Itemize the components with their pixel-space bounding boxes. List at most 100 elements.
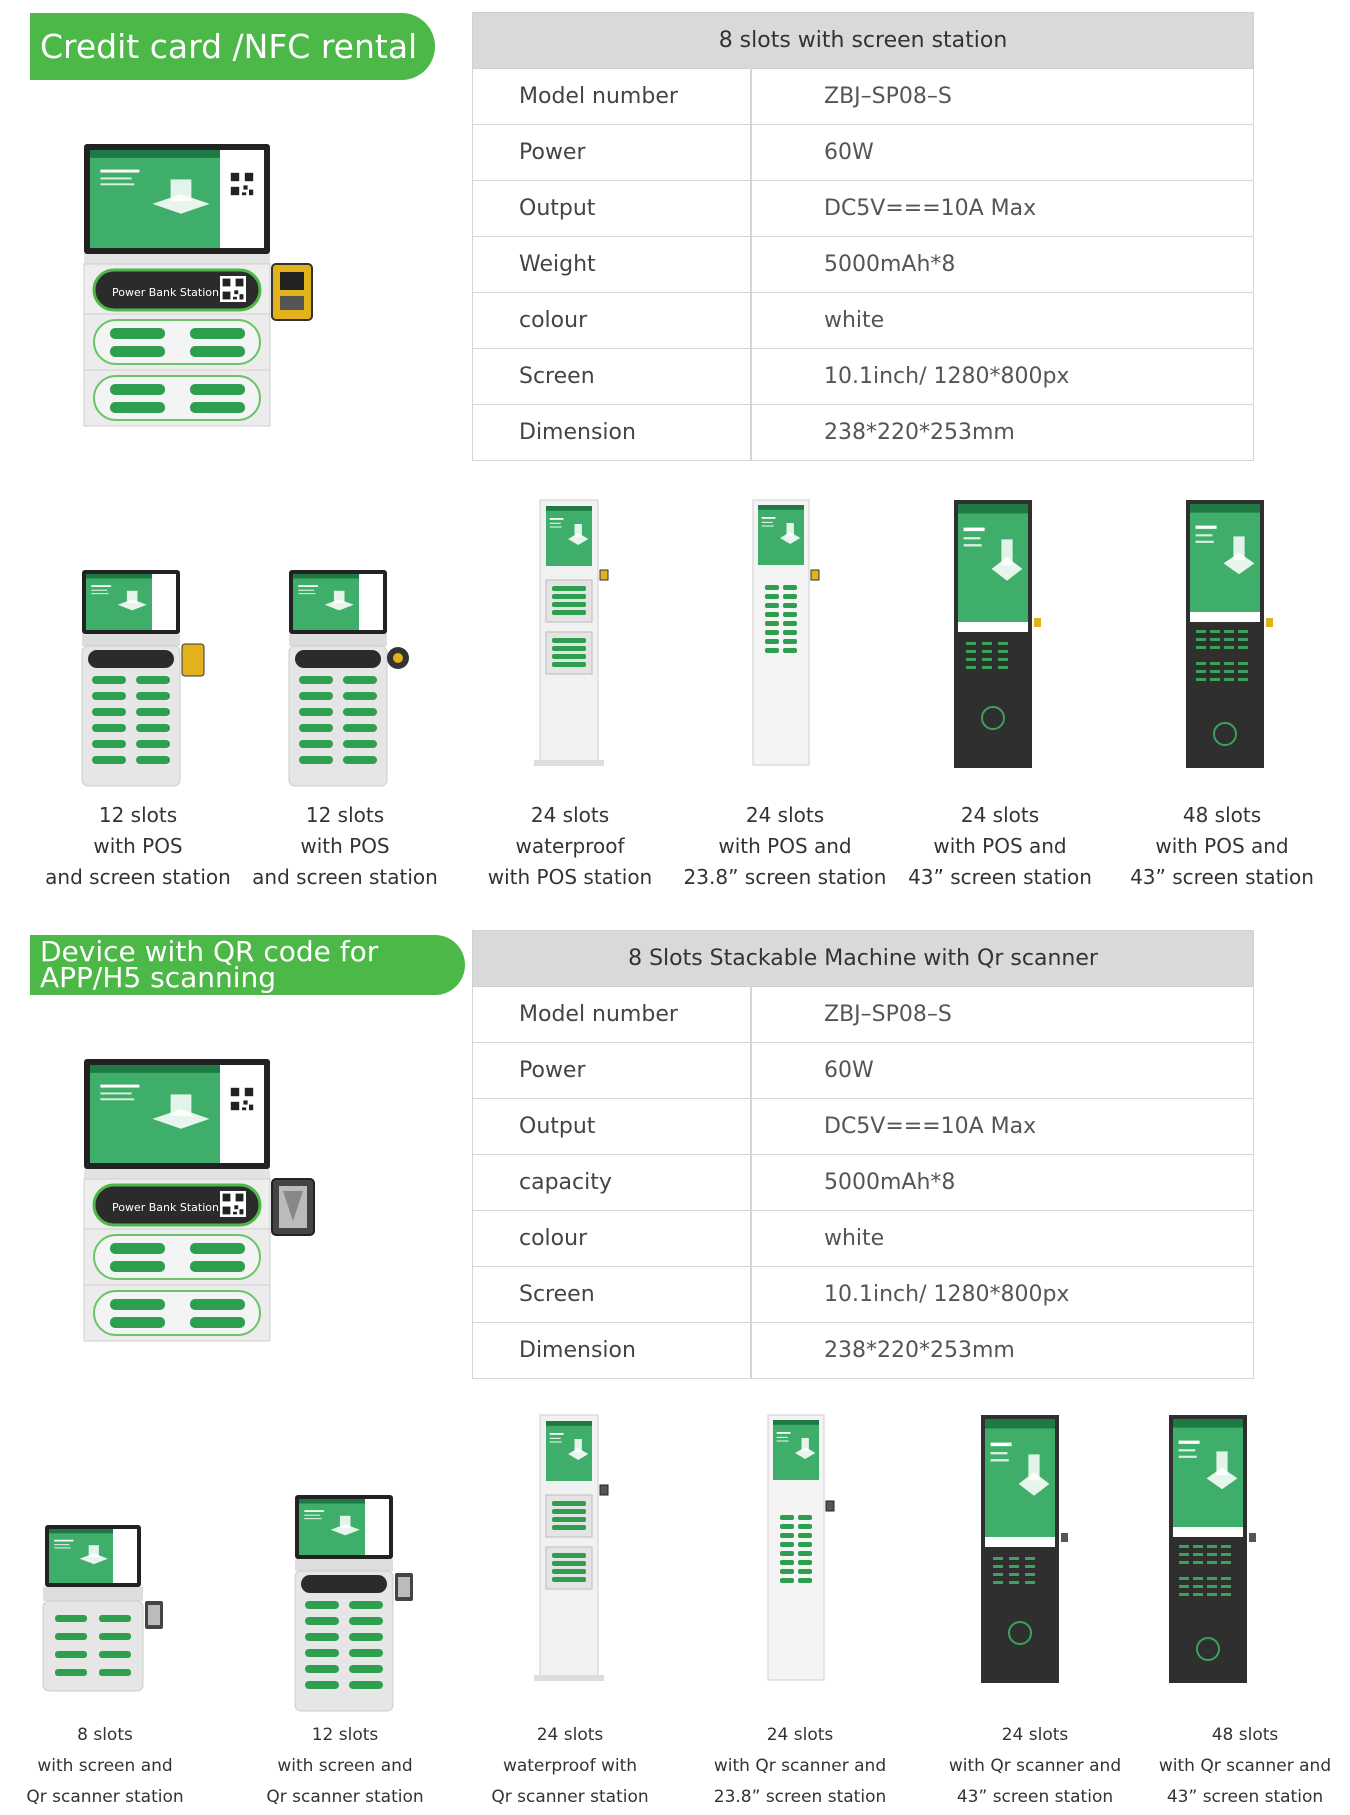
hero-device-qr: Power Bank Station xyxy=(83,1059,315,1342)
caption-line: Qr scanner station xyxy=(491,1787,649,1807)
list-item: 24 slots with POS and 43” screen station xyxy=(908,490,1092,889)
model-caption: 12 slots with screen and Qr scanner stat… xyxy=(266,1720,423,1813)
caption-line: 43” screen station xyxy=(956,1787,1114,1807)
spec-key: capacity xyxy=(472,1154,752,1211)
spec-table-title: 8 Slots Stackable Machine with Qr scanne… xyxy=(472,930,1254,987)
spec-value: 238*220*253mm xyxy=(751,1322,1254,1379)
hero-screen-label: Power Bank Station xyxy=(112,286,219,299)
spec-key: Dimension xyxy=(472,404,752,461)
product-image xyxy=(767,1414,835,1681)
caption-line: 43” screen station xyxy=(1166,1787,1324,1807)
caption-line: with Qr scanner and xyxy=(713,1756,887,1776)
model-caption: 24 slots with Qr scanner and 23.8” scree… xyxy=(714,1720,886,1813)
hero-device-pos: Power Bank Station xyxy=(83,144,313,427)
model-caption: 8 slots with screen and Qr scanner stati… xyxy=(26,1720,183,1813)
model-caption: 48 slots with POS and 43” screen station xyxy=(1130,800,1314,893)
hero-screen-label: Power Bank Station xyxy=(112,1201,219,1214)
caption-line: with Qr scanner and xyxy=(948,1756,1122,1776)
spec-value: DC5V===10A Max xyxy=(751,1098,1254,1155)
caption-line: 24 slots xyxy=(536,1725,604,1745)
caption-line: with POS xyxy=(93,834,183,858)
model-caption: 24 slots with POS and 23.8” screen stati… xyxy=(684,800,887,893)
spec-table: 8 slots with screen station Model number… xyxy=(472,12,1254,461)
spec-key: colour xyxy=(472,1210,752,1267)
caption-line: Qr scanner station xyxy=(26,1787,184,1807)
spec-key: Power xyxy=(472,1042,752,1099)
spec-key: Output xyxy=(472,180,752,237)
spec-value: 60W xyxy=(751,1042,1254,1099)
list-item: 12 slots with screen and Qr scanner stat… xyxy=(265,1405,425,1807)
product-image xyxy=(81,570,205,787)
caption-line: and screen station xyxy=(45,865,231,889)
caption-line: 24 slots xyxy=(766,1725,834,1745)
list-item: 24 slots with POS and 23.8” screen stati… xyxy=(684,490,886,889)
model-caption: 24 slots waterproof with Qr scanner stat… xyxy=(491,1720,648,1813)
list-item: 24 slots with Qr scanner and 43” screen … xyxy=(949,1405,1121,1807)
section-banner: Credit card /NFC rental xyxy=(30,13,435,80)
product-image xyxy=(752,499,820,766)
product-image xyxy=(534,1414,609,1681)
caption-line: 12 slots xyxy=(305,803,385,827)
list-item: 24 slots waterproof with Qr scanner stat… xyxy=(490,1405,650,1807)
caption-line: 24 slots xyxy=(745,803,825,827)
spec-key: Model number xyxy=(472,68,752,125)
spec-value: 5000mAh*8 xyxy=(751,1154,1254,1211)
spec-key: Weight xyxy=(472,236,752,293)
product-image xyxy=(42,1525,163,1692)
spec-value: 10.1inch/ 1280*800px xyxy=(751,1266,1254,1323)
spec-key: colour xyxy=(472,292,752,349)
caption-line: with POS station xyxy=(487,865,653,889)
product-image xyxy=(294,1495,413,1712)
product-image xyxy=(1169,1415,1256,1683)
caption-line: 43” screen station xyxy=(908,865,1092,889)
spec-key: Screen xyxy=(472,1266,752,1323)
spec-value: 5000mAh*8 xyxy=(751,236,1254,293)
model-caption: 24 slots waterproof with POS station xyxy=(488,800,652,893)
spec-key: Screen xyxy=(472,348,752,405)
list-item: 12 slots with POS and screen station xyxy=(45,490,231,889)
list-item: 48 slots with Qr scanner and 43” screen … xyxy=(1159,1405,1331,1807)
caption-line: 43” screen station xyxy=(1130,865,1314,889)
caption-line: waterproof with xyxy=(502,1756,638,1776)
spec-value: white xyxy=(751,292,1254,349)
caption-line: with screen and xyxy=(277,1756,413,1776)
spec-value: ZBJ–SP08–S xyxy=(751,68,1254,125)
spec-value: 238*220*253mm xyxy=(751,404,1254,461)
list-item: 8 slots with screen and Qr scanner stati… xyxy=(25,1405,185,1807)
product-image xyxy=(981,1415,1068,1683)
caption-line: with POS xyxy=(300,834,390,858)
section-banner: Device with QR code for APP/H5 scanning xyxy=(30,935,465,995)
caption-line: with POS and xyxy=(1155,834,1289,858)
product-image xyxy=(534,499,609,766)
banner-line: APP/H5 scanning xyxy=(40,961,277,994)
model-caption: 48 slots with Qr scanner and 43” screen … xyxy=(1159,1720,1331,1813)
caption-line: 23.8” screen station xyxy=(713,1787,887,1807)
spec-value: white xyxy=(751,1210,1254,1267)
spec-key: Output xyxy=(472,1098,752,1155)
spec-value: ZBJ–SP08–S xyxy=(751,986,1254,1043)
product-image xyxy=(954,500,1041,768)
list-item: 48 slots with POS and 43” screen station xyxy=(1130,490,1314,889)
model-caption: 12 slots with POS and screen station xyxy=(252,800,438,893)
caption-line: and screen station xyxy=(252,865,438,889)
caption-line: with Qr scanner and xyxy=(1158,1756,1332,1776)
model-caption: 24 slots with POS and 43” screen station xyxy=(908,800,1092,893)
caption-line: 12 slots xyxy=(311,1725,379,1745)
caption-line: 48 slots xyxy=(1182,803,1262,827)
caption-line: Qr scanner station xyxy=(266,1787,424,1807)
caption-line: 24 slots xyxy=(960,803,1040,827)
caption-line: waterproof xyxy=(515,834,625,858)
list-item: 24 slots with Qr scanner and 23.8” scree… xyxy=(714,1405,886,1807)
caption-line: with screen and xyxy=(37,1756,173,1776)
product-image xyxy=(288,570,409,787)
spec-key: Dimension xyxy=(472,1322,752,1379)
caption-line: 48 slots xyxy=(1211,1725,1279,1745)
